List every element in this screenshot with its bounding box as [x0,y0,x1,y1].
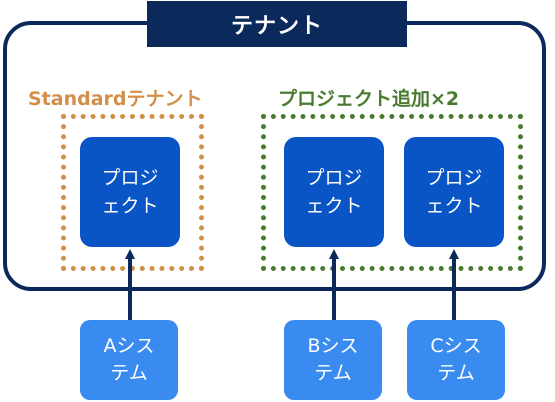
system-label-line2: テム [437,362,475,384]
additional-projects-group [261,114,523,271]
project-box-standard: プロジ ェクト [80,137,180,247]
system-c-box: Cシス テム [407,320,505,400]
system-a-box: Aシス テム [80,320,178,400]
system-label-line1: Cシス [430,335,482,357]
system-label-line2: テム [314,362,352,384]
project-label-line2: ェクト [425,195,483,217]
standard-tenant-label: Standardテナント [28,88,203,110]
additional-projects-label: プロジェクト追加×2 [278,88,460,110]
system-label-line1: Bシス [307,335,359,357]
project-label-line1: プロジ [305,167,363,189]
system-label-line2: テム [110,362,148,384]
project-label-line2: ェクト [101,195,159,217]
system-b-box: Bシス テム [284,320,382,400]
project-box-additional-1: プロジ ェクト [284,137,384,247]
tenant-title: テナント [147,1,407,47]
project-label-line1: プロジ [101,167,159,189]
project-label-line1: プロジ [425,167,483,189]
project-label-line2: ェクト [305,195,363,217]
standard-tenant-group [61,114,204,271]
system-label-line1: Aシス [103,335,155,357]
project-box-additional-2: プロジ ェクト [404,137,504,247]
